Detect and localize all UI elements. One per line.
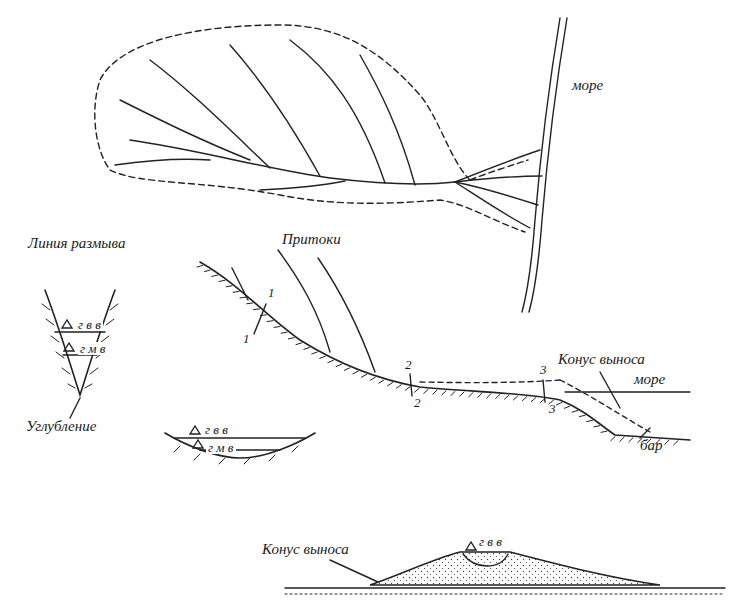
hatch-stroke xyxy=(442,391,446,395)
section-number: 2 xyxy=(405,358,412,371)
sea-label: море xyxy=(634,372,665,387)
hatch-stroke xyxy=(396,385,401,388)
hatch-stroke xyxy=(451,391,455,395)
hatch-stroke xyxy=(226,286,232,287)
section-number: 1 xyxy=(268,286,275,299)
hatch-stroke xyxy=(379,380,384,383)
alluvial-cone xyxy=(370,552,660,585)
hatch-stroke xyxy=(288,338,294,339)
cross-section-v xyxy=(45,290,115,395)
hatch-stroke xyxy=(240,297,246,299)
bar-label: бар xyxy=(640,438,663,453)
hatch-stroke xyxy=(353,371,358,374)
hatch-stroke xyxy=(405,387,410,391)
hatch-stroke xyxy=(274,326,280,328)
water-level-label: г в в xyxy=(76,318,103,331)
hatch-stroke xyxy=(388,382,393,385)
water-level-label: г в в xyxy=(479,535,502,548)
hatch-stroke xyxy=(487,394,491,398)
hatch-stroke xyxy=(513,396,517,400)
hatch-stroke xyxy=(281,332,287,333)
hatch-stroke xyxy=(296,343,302,345)
hatch-stroke xyxy=(601,431,607,432)
hatch-stroke xyxy=(233,291,239,293)
hatch-stroke xyxy=(564,406,570,408)
bed-profile xyxy=(200,262,690,440)
hatch-stroke xyxy=(629,438,633,442)
hatch-stroke xyxy=(433,390,437,394)
hatch-stroke xyxy=(212,275,218,276)
sea-label: море xyxy=(572,78,603,93)
hatch-stroke xyxy=(587,420,593,421)
hatch-stroke xyxy=(424,389,428,393)
hatch-stroke xyxy=(247,302,253,304)
hatch-stroke xyxy=(254,308,260,310)
section-number: 2 xyxy=(414,396,421,409)
hatch-stroke xyxy=(361,374,366,377)
hatch-stroke xyxy=(620,437,624,441)
water-level-label: г м в xyxy=(206,441,236,454)
water-level-label: г м в xyxy=(78,342,108,355)
hatch-stroke xyxy=(320,356,326,358)
sea-level xyxy=(565,391,690,392)
hatch-stroke xyxy=(414,388,419,392)
hatch-stroke xyxy=(328,360,334,362)
hatch-stroke xyxy=(556,402,561,405)
hatch-stroke xyxy=(304,347,310,349)
hatch-stroke xyxy=(197,265,203,267)
hatch-stroke xyxy=(219,280,225,281)
hatch-stroke xyxy=(204,270,210,272)
hatch-stroke xyxy=(579,415,585,416)
section-number: 3 xyxy=(549,402,556,415)
hatch-stroke xyxy=(522,397,526,401)
hatch-stroke xyxy=(344,368,349,371)
hatch-stroke xyxy=(572,410,578,412)
hatch-stroke xyxy=(460,392,464,396)
hatch-stroke xyxy=(540,399,545,403)
section-number: 1 xyxy=(243,332,250,345)
cone-label: Конус выноса xyxy=(262,542,349,557)
hatch-stroke xyxy=(312,352,318,354)
hatch-stroke xyxy=(336,364,342,366)
hatch-stroke xyxy=(496,394,500,398)
hatch-stroke xyxy=(370,377,375,380)
hatch-stroke xyxy=(674,441,678,445)
tributaries-label: Притоки xyxy=(282,232,341,247)
hatch-stroke xyxy=(611,437,615,441)
water-level-label: г в в xyxy=(203,423,230,436)
hatch-stroke xyxy=(531,398,536,402)
cone-label: Конус выноса xyxy=(556,352,647,367)
hatch-stroke xyxy=(665,440,669,444)
hatch-stroke xyxy=(478,393,482,397)
deepening-label: Углубление xyxy=(26,419,96,434)
hatch-stroke xyxy=(267,320,273,322)
hatch-stroke xyxy=(469,393,473,397)
sea-coast xyxy=(522,18,560,312)
cross-section-shallow xyxy=(165,433,315,458)
hatch-stroke xyxy=(505,395,509,399)
river xyxy=(130,140,455,184)
watershed-boundary xyxy=(95,25,525,232)
erosion-line-label: Линия размыва xyxy=(28,236,125,251)
hatch-stroke xyxy=(594,426,600,427)
section-number: 3 xyxy=(540,363,547,376)
